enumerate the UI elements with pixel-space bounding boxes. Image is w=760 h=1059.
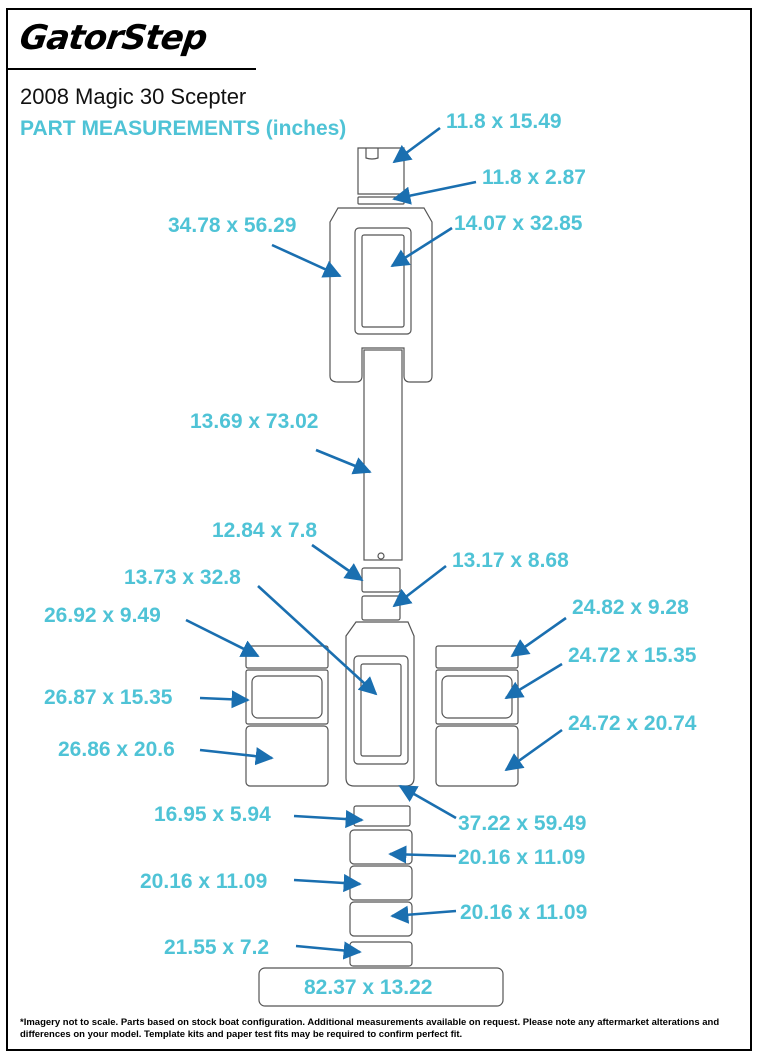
label-small-pad-2: 13.17 x 8.68 [452, 549, 569, 572]
part-left-mid [245, 669, 329, 725]
label-left-mid: 26.87 x 15.35 [44, 686, 173, 709]
label-left-top: 26.92 x 9.49 [44, 604, 161, 627]
label-lower-pad-3: 20.16 x 11.09 [460, 901, 588, 924]
part-small-pad-1 [361, 567, 401, 593]
label-right-bottom: 24.72 x 20.74 [568, 712, 697, 735]
label-top-pad: 11.8 x 15.49 [446, 110, 562, 133]
label-step-strip: 16.95 x 5.94 [154, 803, 271, 826]
arrows [185, 126, 567, 960]
part-lower-pad-4 [349, 941, 413, 967]
label-swim-platform: 82.37 x 13.22 [304, 976, 433, 999]
label-small-pad-1: 12.84 x 7.8 [212, 519, 318, 542]
label-center-inset: 13.73 x 32.8 [124, 566, 241, 589]
label-center-strip: 13.69 x 73.02 [190, 410, 319, 433]
label-upper-inset: 14.07 x 32.85 [454, 212, 583, 235]
part-center-inset [353, 655, 409, 765]
part-swim-platform [258, 967, 504, 1007]
part-outlines [245, 147, 519, 1007]
label-right-top: 24.82 x 9.28 [572, 596, 689, 619]
part-lower-pad-3 [349, 901, 413, 937]
part-right-bottom [435, 725, 519, 787]
label-lower-pad-1: 20.16 x 11.09 [458, 846, 586, 869]
label-lower-pad-2: 20.16 x 11.09 [140, 870, 268, 893]
label-lower-pad-4: 21.55 x 7.2 [164, 936, 270, 959]
part-center-platform [345, 621, 415, 787]
part-lower-pad-1 [349, 829, 413, 865]
label-upper-large-pad: 34.78 x 56.29 [168, 214, 297, 237]
logo-underline [8, 68, 256, 70]
part-center-strip [363, 349, 403, 561]
label-top-strip: 11.8 x 2.87 [482, 166, 586, 189]
label-right-mid: 24.72 x 15.35 [568, 644, 697, 667]
label-left-bottom: 26.86 x 20.6 [58, 738, 175, 761]
part-right-top [435, 645, 519, 669]
page-frame [6, 8, 752, 1051]
disclaimer-footnote: *Imagery not to scale. Parts based on st… [20, 1017, 720, 1040]
label-center-platform: 37.22 x 59.49 [458, 812, 587, 835]
part-left-top [245, 645, 329, 669]
part-upper-inset [354, 227, 412, 335]
part-top-pad [357, 147, 405, 195]
part-small-pad-2 [361, 595, 401, 621]
part-step-strip [353, 805, 411, 827]
part-measurements-heading: PART MEASUREMENTS (inches) [20, 117, 347, 140]
part-upper-large-pad [329, 207, 433, 383]
boat-model-title: 2008 Magic 30 Scepter [20, 84, 247, 109]
